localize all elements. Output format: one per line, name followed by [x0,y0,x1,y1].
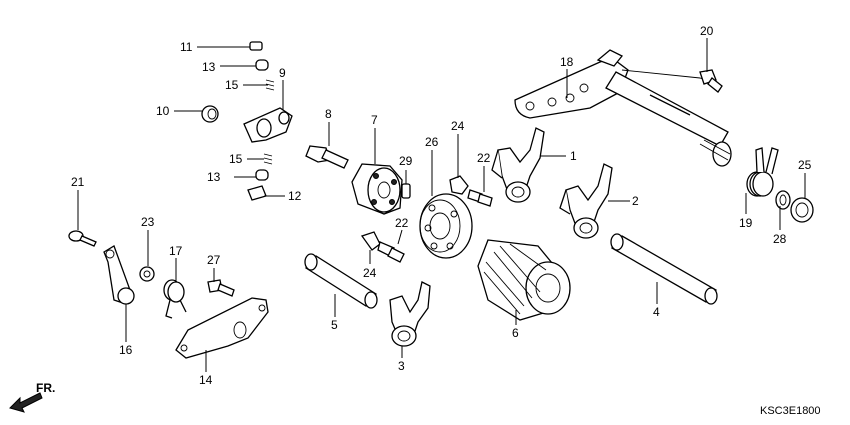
part-18-gearshift-spindle [514,49,732,167]
part-12-clip [247,185,267,201]
part-23-washer [139,266,155,282]
callout-15-upper: 15 [225,78,239,92]
callout-3: 3 [398,359,405,373]
callout-14: 14 [199,373,213,387]
part-24-stopper-plate-lower [360,231,381,251]
part-13-washer-upper [255,59,269,71]
part-16-arm [103,245,135,305]
part-20-bolt [699,69,723,93]
leader-lines [77,38,806,372]
callout-21: 21 [71,175,85,189]
callout-5: 5 [331,318,338,332]
callout-27: 27 [207,253,221,267]
callout-4: 4 [653,305,660,319]
part-3-shift-fork [389,281,431,347]
callout-7: 7 [371,113,378,127]
part-27-bolt [207,279,235,297]
part-14-plate [175,297,269,359]
part-22-bolt-lower [377,241,405,263]
part-15-spring-upper [265,79,275,91]
part-29-pin [401,183,411,199]
callout-13-upper: 13 [202,60,216,74]
part-15-spring-lower [263,153,273,165]
callout-19: 19 [739,216,753,230]
callout-24-upper: 24 [451,119,465,133]
part-21-bolt [68,230,97,247]
callout-15-lower: 15 [229,152,243,166]
part-11-cap [249,41,263,51]
callout-16: 16 [119,343,133,357]
callout-29: 29 [399,154,413,168]
callout-8: 8 [325,107,332,121]
part-8-bolt [305,145,349,169]
part-17-spring [163,279,187,319]
callout-9: 9 [279,66,286,80]
callout-22-lower: 22 [395,216,409,230]
callout-17: 17 [169,244,183,258]
part-19-return-spring [746,147,779,197]
diagram-code: KSC3E1800 [760,405,821,417]
part-2-shift-fork [559,163,613,239]
callout-26: 26 [425,135,439,149]
callout-13-lower: 13 [207,170,221,184]
callout-24-lower: 24 [363,266,377,280]
part-22-bolt-upper [467,189,493,207]
callout-12: 12 [288,189,302,203]
callout-25: 25 [798,158,812,172]
part-1-shift-fork [491,127,545,203]
callout-1: 1 [570,149,577,163]
part-6-shift-drum [477,239,571,321]
part-13-washer-lower [255,169,269,181]
callout-28: 28 [773,232,787,246]
callout-23: 23 [141,215,155,229]
callout-11: 11 [180,40,193,54]
callout-2: 2 [632,194,639,208]
part-25-seal [790,197,814,223]
part-7-drum-center [351,163,403,215]
front-direction-arrow: FR. [9,381,55,413]
part-5-fork-shaft [304,253,378,309]
callouts: 11 13 15 9 10 8 7 15 13 12 29 26 24 22 1… [71,24,812,387]
callout-22-upper: 22 [477,151,491,165]
part-28-collar [775,190,791,210]
callout-6: 6 [512,326,519,340]
part-9-stopper-arm [243,107,293,143]
callout-10: 10 [156,104,170,118]
part-24-stopper-plate-upper [449,175,469,195]
part-26-bearing [419,193,473,259]
callout-20: 20 [700,24,714,38]
callout-18: 18 [560,55,574,69]
front-label: FR. [36,381,55,395]
part-10-collar [201,105,219,123]
part-4-fork-shaft [610,233,718,305]
